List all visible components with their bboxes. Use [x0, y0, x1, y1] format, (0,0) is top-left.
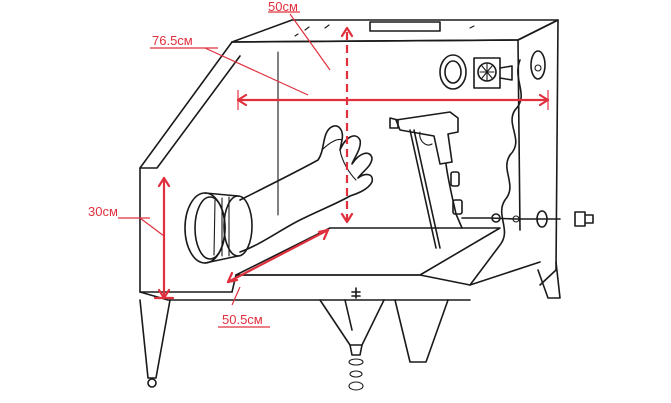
- height-leader: [139, 217, 165, 237]
- glove-outline: [239, 125, 374, 253]
- front-bottom-edge: [139, 291, 471, 301]
- cabinet-body: [139, 19, 559, 301]
- hose-coupling-2: [452, 199, 463, 215]
- port-ring-back: [223, 195, 253, 257]
- gun-body: [395, 111, 459, 165]
- grate-line: [354, 228, 439, 275]
- gun-nozzle: [389, 117, 399, 129]
- interior-height-arrows: [340, 26, 354, 224]
- grate-line: [328, 228, 415, 275]
- fitting-nut: [512, 215, 520, 223]
- side-port-hole: [534, 64, 542, 72]
- gun-feed-tube: [409, 129, 437, 249]
- side-port-icon: [530, 50, 546, 80]
- front-height-arrows: [157, 176, 171, 300]
- mesh-grate: [235, 227, 501, 276]
- grate-line: [315, 228, 403, 275]
- grate-line: [341, 228, 427, 275]
- port-sleeve: [204, 192, 239, 264]
- depth-dim-arrows: [226, 228, 330, 284]
- grate-frame: [235, 227, 501, 276]
- glove-fingers: [321, 138, 357, 181]
- port-ring-mid: [194, 196, 226, 260]
- exhaust-fan: [439, 50, 546, 90]
- hopper-cone: [319, 299, 385, 346]
- grate-line: [275, 228, 366, 275]
- drain-nut-1: [348, 358, 364, 366]
- top-width-label: 50см: [268, 0, 298, 14]
- height-label: 30см: [88, 204, 118, 219]
- wall-fitting: [491, 213, 501, 223]
- fan-blades-icon: [479, 63, 495, 81]
- fan-motor-box: [473, 57, 501, 89]
- depth-leader: [231, 286, 241, 306]
- gun-feed-tube-2: [413, 129, 441, 249]
- diagonal-leader: [204, 47, 309, 96]
- grate-line: [381, 228, 464, 275]
- cutaway-edge: [469, 59, 522, 286]
- leg-foot-left: [147, 378, 157, 388]
- air-hose: [445, 163, 594, 229]
- fan-rotor: [477, 62, 497, 82]
- drain-nut-2: [349, 370, 363, 378]
- grate-line: [407, 228, 488, 275]
- hose-through-wall: [461, 217, 561, 220]
- hopper-spout: [349, 344, 363, 356]
- fan-outlet: [499, 65, 513, 81]
- gun-trigger: [419, 131, 433, 146]
- top-width-leader: [289, 13, 331, 71]
- glove-port: [184, 192, 253, 264]
- front-right-leg: [394, 299, 449, 363]
- diagonal-label: 76.5см: [152, 33, 193, 48]
- top-light-slot: [369, 21, 441, 32]
- grate-line: [367, 228, 451, 275]
- floor-edge: [231, 261, 541, 293]
- rubber-glove: [239, 125, 374, 253]
- depth-label: 50.5см: [222, 312, 263, 327]
- front-lower-panel: [139, 167, 233, 293]
- front-left-leg: [139, 299, 171, 379]
- sandblast-gun: [389, 111, 459, 249]
- hopper-valve: [351, 287, 361, 299]
- hopper-funnel: [319, 287, 385, 391]
- fan-housing-ring: [439, 54, 467, 90]
- grate-line: [249, 228, 342, 275]
- grate-line: [289, 228, 379, 275]
- grate-line: [262, 228, 354, 275]
- external-fitting: [536, 210, 548, 228]
- sloped-front-frame: [139, 41, 241, 169]
- drain-cap: [348, 381, 364, 391]
- dimension-lines: [118, 11, 550, 328]
- air-inlet-connector: [574, 211, 594, 227]
- fan-housing-inner: [444, 60, 462, 84]
- hose-coupling-1: [450, 171, 460, 187]
- back-right-leg: [537, 261, 561, 299]
- dimension-labels: 50см 76.5см 30см 50.5см: [88, 0, 298, 327]
- grate-line: [394, 228, 476, 275]
- right-side-panel: [517, 19, 559, 286]
- width-dim-arrows: [236, 93, 550, 107]
- legs: [139, 261, 561, 388]
- hopper-seam: [344, 299, 353, 331]
- front-top-edge: [231, 39, 519, 43]
- port-band-lines: [213, 196, 230, 257]
- top-detail-marks: [294, 24, 475, 37]
- depth-dim-line: [226, 228, 330, 284]
